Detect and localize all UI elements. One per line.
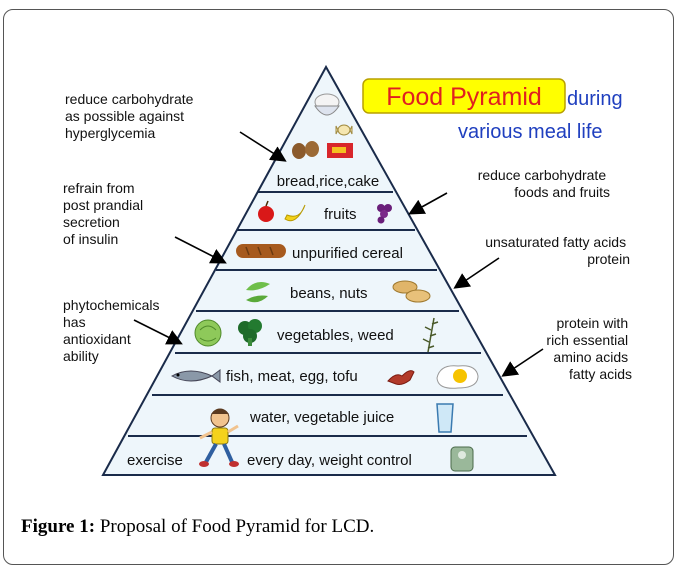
note-left-1: reduce carbohydrate as possible against … (65, 91, 197, 141)
arrow-left-3 (133, 319, 183, 345)
note-right-1: reduce carbohydrate foods and fruits (478, 167, 610, 200)
tier-label-cereal: unpurified cereal (292, 245, 403, 262)
caption-prefix: Figure 1: (21, 516, 96, 537)
broccoli-icon (238, 319, 262, 346)
note-right-3: protein with rich essential amino acids … (546, 315, 632, 382)
arrow-right-2 (453, 257, 500, 289)
tier-label-weight: every day, weight control (247, 452, 412, 469)
fried-egg-icon (436, 365, 479, 389)
title-during: during (567, 88, 623, 110)
title-main: Food Pyramid (386, 83, 542, 111)
figure-caption: Figure 1: Proposal of Food Pyramid for L… (21, 516, 374, 538)
cabbage-icon (194, 319, 222, 347)
tier-label-exercise: exercise (127, 452, 183, 469)
banana-icon (284, 204, 306, 222)
arrow-right-3 (501, 348, 544, 377)
note-left-2: refrain from post prandial secretion of … (63, 180, 147, 247)
arrow-left-1 (239, 131, 287, 162)
weight-scale-icon (450, 446, 474, 472)
note-left-3: phytochemicals has antioxidant ability (63, 297, 163, 364)
rice-bowl-icon (314, 93, 340, 116)
bread-icon (236, 244, 286, 258)
arrow-right-1 (408, 192, 448, 215)
tier-label-vegetables: vegetables, weed (277, 327, 394, 344)
tier-label-fish: fish, meat, egg, tofu (226, 368, 358, 385)
apple-icon (258, 200, 274, 222)
arrow-left-2 (174, 236, 227, 264)
tier-label-fruits: fruits (324, 206, 357, 223)
grapes-icon (377, 204, 392, 224)
caption-text: Proposal of Food Pyramid for LCD. (95, 516, 375, 537)
weed-icon (422, 317, 439, 353)
tier-label-bread: bread,rice,cake (277, 173, 380, 190)
water-glass-icon (436, 403, 454, 433)
fish-icon (170, 369, 221, 383)
subtitle: various meal life (458, 121, 603, 143)
cake-icon (327, 143, 353, 158)
note-right-2: unsaturated fatty acids protein (485, 234, 630, 267)
peanut-icon (392, 280, 431, 303)
title-box (362, 78, 566, 114)
tier-label-beans: beans, nuts (290, 285, 368, 302)
bean-pod-icon (246, 282, 270, 303)
tier-label-water: water, vegetable juice (249, 409, 394, 426)
bacon-icon (387, 370, 415, 385)
potato-icon (292, 141, 319, 159)
candy-icon (335, 124, 353, 136)
running-boy-icon (199, 408, 239, 467)
